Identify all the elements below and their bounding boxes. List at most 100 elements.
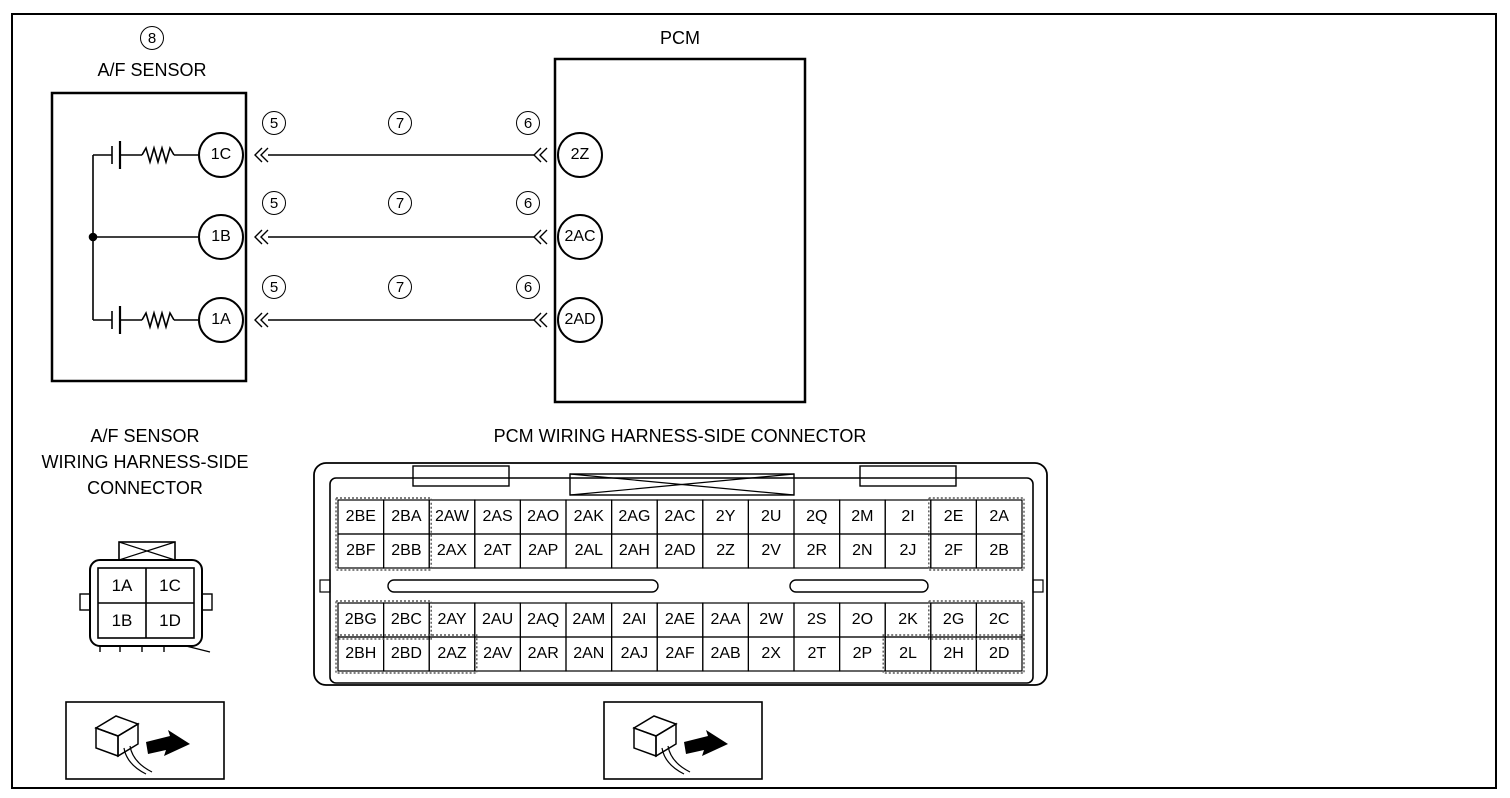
pcm-connector-pin: 2BC <box>390 611 422 628</box>
pcm-connector-pin: 2T <box>807 645 827 662</box>
pcm-terminal-2z: 2Z <box>557 132 603 178</box>
pcm-terminal-2ac: 2AC <box>557 214 603 260</box>
sensor-terminal-1c: 1C <box>198 132 244 178</box>
pcm-connector-pin: 2H <box>943 645 964 662</box>
callout-pcm-connector: 6 <box>516 191 540 215</box>
pcm-connector-pin: 2G <box>942 611 965 628</box>
pcm-connector-pin: 2Y <box>715 508 736 525</box>
pcm-connector-pin: 2AW <box>434 508 470 525</box>
af-sensor-title: A/F SENSOR <box>97 60 207 80</box>
pcm-connector-pin: 2AA <box>710 611 741 628</box>
pcm-connector-pin: 2F <box>944 542 963 559</box>
pcm-connector-pin: 2D <box>988 645 1010 662</box>
pcm-connector-pin: 2AD <box>664 542 696 559</box>
pcm-terminal-2ad: 2AD <box>557 297 603 343</box>
pcm-connector-pin: 2BA <box>391 508 422 525</box>
pcm-connector-title: PCM WIRING HARNESS-SIDE CONNECTOR <box>493 426 867 446</box>
pcm-connector-pin: 2AU <box>482 611 514 628</box>
pcm-connector-pin: 2U <box>760 508 782 525</box>
hatched-zone <box>335 634 478 674</box>
pcm-connector-pin: 2Q <box>806 508 828 525</box>
pcm-connector-pin: 2O <box>851 611 874 628</box>
pcm-connector-pin: 2AR <box>527 645 559 662</box>
pcm-connector-pin: 2J <box>899 542 917 559</box>
pcm-connector-pin: 2AP <box>528 542 559 559</box>
pcm-connector-pin: 2N <box>852 542 873 559</box>
pcm-connector-pin: 2AZ <box>437 645 467 662</box>
pcm-connector-pin: 2AQ <box>527 611 560 628</box>
callout-pcm-connector: 6 <box>516 111 540 135</box>
pcm-connector-pin: 2W <box>759 611 784 628</box>
pcm-connector-pin: 2Z <box>716 542 735 559</box>
pcm-connector-pin: 2AG <box>618 508 651 525</box>
sensor-terminal-1b: 1B <box>198 214 244 260</box>
callout-sensor-connector: 5 <box>262 275 286 299</box>
pcm-connector-pin: 2BH <box>345 645 377 662</box>
pcm-connector-pin: 2R <box>806 542 828 559</box>
pcm-connector-pin: 2AJ <box>620 645 649 662</box>
pcm-connector-pin: 2AB <box>710 645 741 662</box>
pcm-connector-pin: 2AY <box>437 611 467 628</box>
pcm-title: PCM <box>660 28 700 48</box>
pcm-connector-pin: 2AC <box>664 508 696 525</box>
pcm-connector-pin: 2BF <box>346 542 376 559</box>
pcm-connector-pin: 2AF <box>665 645 695 662</box>
pcm-connector-pin: 2AH <box>618 542 650 559</box>
af-sensor-box <box>50 91 248 383</box>
pcm-connector-pin: 2BD <box>390 645 422 662</box>
hatched-zone <box>882 634 1025 674</box>
pcm-connector-pin: 2AL <box>574 542 604 559</box>
pcm-connector-pin: 2AM <box>572 611 606 628</box>
pcm-connector-pin: 2BE <box>345 508 376 525</box>
pcm-connector-pin: 2BB <box>391 542 422 559</box>
connector-view-icon-left <box>65 701 225 780</box>
pcm-pin-cell <box>975 533 1023 569</box>
pcm-side-connector-marks <box>533 147 548 328</box>
pcm-connector-pin: 2AX <box>436 542 468 559</box>
pcm-connector-body <box>313 462 1048 686</box>
pcm-connector-pin: 2I <box>901 508 915 525</box>
pcm-box <box>553 57 807 404</box>
pcm-connector-pin: 2C <box>988 611 1010 628</box>
pcm-connector-grid <box>337 499 1023 672</box>
hatched-zone <box>335 600 432 640</box>
callout-wire: 7 <box>388 111 412 135</box>
sensor-side-connector-marks <box>254 147 269 328</box>
pcm-connector-hatched-zones <box>335 497 1025 674</box>
pcm-connector-pin: 2AN <box>573 645 605 662</box>
sensor-connector-pin: 1A <box>111 575 133 595</box>
callout-sensor-connector: 5 <box>262 191 286 215</box>
pcm-connector-pin: 2V <box>761 542 781 559</box>
pcm-pin-cell <box>975 636 1023 672</box>
pcm-connector-pin: 2BG <box>344 611 377 628</box>
pcm-connector-pin: 2M <box>851 508 874 525</box>
pcm-connector-pin: 2L <box>899 645 917 662</box>
af-sensor-connector-drawing <box>79 541 213 653</box>
sensor-connector-pin: 1D <box>159 610 181 630</box>
sensor-terminal-1a: 1A <box>198 297 244 343</box>
pcm-connector-pin: 2P <box>852 645 873 662</box>
diagram-frame <box>11 13 1497 789</box>
pcm-connector-pin: 2AI <box>622 611 647 628</box>
hatched-zone <box>928 600 1025 640</box>
sensor-internal-circuit <box>88 141 198 334</box>
pcm-connector-pin: 2A <box>989 508 1009 525</box>
callout-pcm-connector: 6 <box>516 275 540 299</box>
sensor-connector-pin: 1C <box>159 575 181 595</box>
sensor-connector-pin: 1B <box>111 610 133 630</box>
sensor-callout: 8 <box>140 26 164 50</box>
pcm-connector-pin: 2AO <box>527 508 560 525</box>
pcm-connector-pin: 2AT <box>483 542 512 559</box>
pcm-connector-pin: 2AE <box>664 611 696 628</box>
callout-sensor-connector: 5 <box>262 111 286 135</box>
sensor-connector-title-line-3: CONNECTOR <box>87 478 203 498</box>
pcm-connector-pin: 2AS <box>482 508 513 525</box>
pcm-connector-pin: 2E <box>943 508 964 525</box>
sensor-connector-title-line-2: WIRING HARNESS-SIDE <box>41 452 249 472</box>
pcm-connector-pin: 2B <box>989 542 1009 559</box>
connector-view-icon-right <box>603 701 763 780</box>
pcm-connector-pin: 2S <box>807 611 827 628</box>
sensor-connector-title-line-1: A/F SENSOR <box>90 426 200 446</box>
pcm-connector-pin: 2AV <box>483 645 513 662</box>
